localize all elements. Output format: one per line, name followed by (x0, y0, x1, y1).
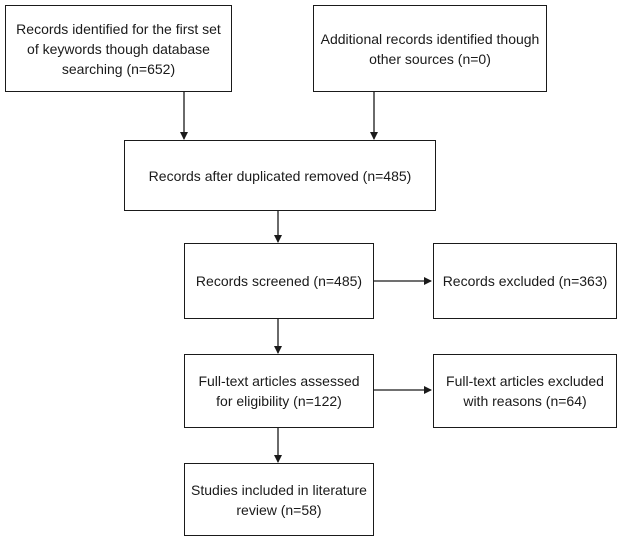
studies-included-text: Studies included in literature review (n… (191, 481, 367, 518)
records-screened-text: Records screened (n=485) (195, 273, 363, 289)
records-identified-database-box: Records identified for the first set of … (5, 5, 232, 92)
records-after-duplicates-box: Records after duplicated removed (n=485) (124, 140, 436, 211)
fulltext-assessed-box: Full-text articles assessed for eligibil… (184, 354, 374, 428)
records-identified-database-text: Records identified for the first set of … (16, 20, 221, 77)
records-after-duplicates-text: Records after duplicated removed (n=485) (148, 167, 412, 184)
records-excluded-text: Records excluded (n=363) (442, 273, 608, 289)
additional-records-text: Additional records identified though oth… (320, 30, 540, 67)
fulltext-excluded-box: Full-text articles excluded with reasons… (433, 354, 617, 428)
fulltext-excluded-text: Full-text articles excluded with reasons… (446, 373, 604, 409)
studies-included-box: Studies included in literature review (n… (184, 463, 374, 536)
additional-records-box: Additional records identified though oth… (313, 5, 547, 92)
fulltext-assessed-text: Full-text articles assessed for eligibil… (198, 373, 360, 409)
records-excluded-box: Records excluded (n=363) (433, 243, 617, 319)
records-screened-box: Records screened (n=485) (184, 243, 374, 319)
